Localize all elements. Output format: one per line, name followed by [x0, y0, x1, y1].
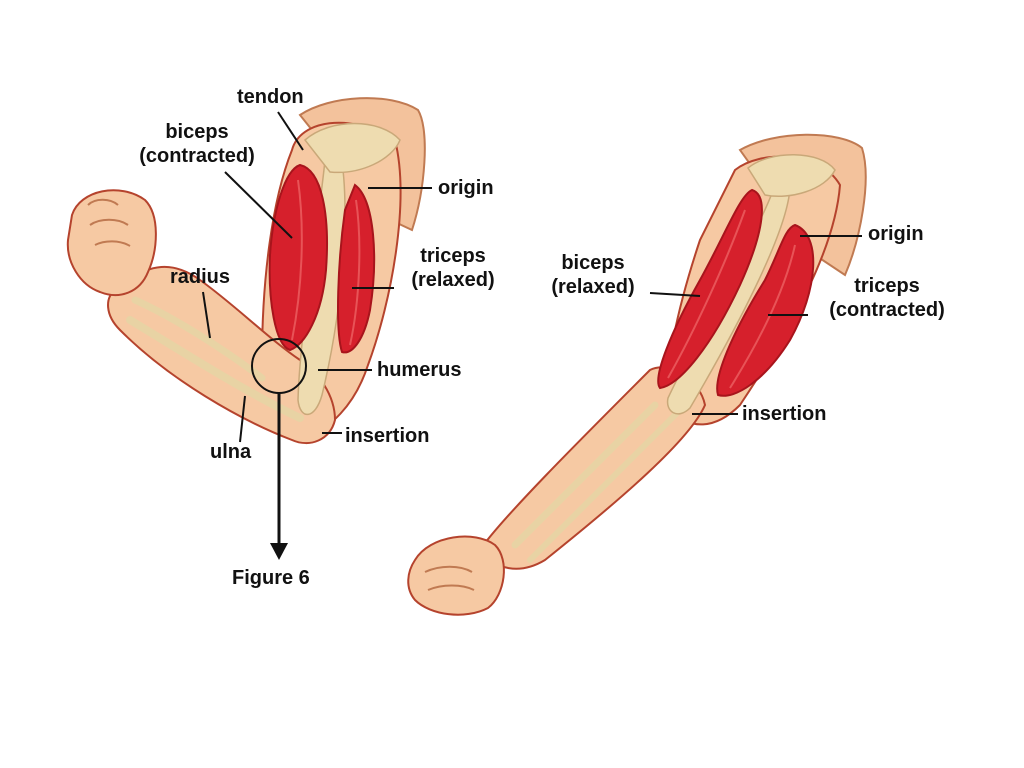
- label-line: (relaxed): [551, 276, 635, 298]
- leader-tendon: [277, 111, 304, 151]
- right-fist: [407, 535, 505, 616]
- right-biceps-relaxed: [657, 188, 763, 390]
- label-left-origin: origin: [438, 177, 494, 199]
- left-scapula: [303, 122, 401, 174]
- label-right-origin: origin: [868, 223, 924, 245]
- label-right-triceps-text: triceps(contracted): [812, 274, 962, 322]
- label-right-triceps: triceps(contracted): [812, 274, 962, 322]
- right-scapula: [747, 154, 836, 197]
- left-fist: [66, 189, 157, 297]
- label-ulna: ulna: [210, 441, 252, 463]
- label-right-insertion: insertion: [742, 403, 827, 425]
- right-ulna-bone: [527, 407, 683, 563]
- right-arm-illustration: [407, 133, 867, 616]
- label-left-biceps-text: biceps(contracted): [132, 120, 262, 168]
- label-left-biceps: biceps(contracted): [132, 120, 262, 168]
- label-left-triceps: triceps(relaxed): [398, 244, 508, 292]
- leader-lines: [202, 111, 862, 443]
- down-arrow-icon: [270, 393, 288, 560]
- left-radius-bone: [131, 296, 266, 382]
- label-humerus: humerus: [377, 359, 462, 381]
- right-radius-bone: [511, 401, 659, 549]
- leader-radius: [202, 291, 211, 339]
- left-triceps-relaxed: [337, 183, 376, 354]
- label-line: biceps: [561, 252, 625, 274]
- left-biceps-contracted: [268, 163, 328, 352]
- label-tendon: tendon: [237, 86, 304, 108]
- label-line: triceps: [420, 245, 486, 267]
- label-left-insertion: insertion: [345, 425, 430, 447]
- label-line: (relaxed): [411, 269, 495, 291]
- label-line: (contracted): [139, 145, 255, 167]
- label-left-triceps-text: triceps(relaxed): [398, 244, 508, 292]
- label-line: triceps: [854, 275, 920, 297]
- leader-ulna: [239, 395, 246, 443]
- leader-left-biceps: [224, 171, 293, 239]
- figure-caption: Figure 6: [232, 567, 310, 589]
- label-right-biceps: biceps(relaxed): [538, 251, 648, 299]
- label-line: (contracted): [829, 299, 945, 321]
- leader-right-biceps: [649, 292, 701, 297]
- label-right-biceps-text: biceps(relaxed): [538, 251, 648, 299]
- label-line: biceps: [165, 121, 229, 143]
- left-arm-illustration: [66, 97, 426, 445]
- label-radius: radius: [170, 266, 231, 288]
